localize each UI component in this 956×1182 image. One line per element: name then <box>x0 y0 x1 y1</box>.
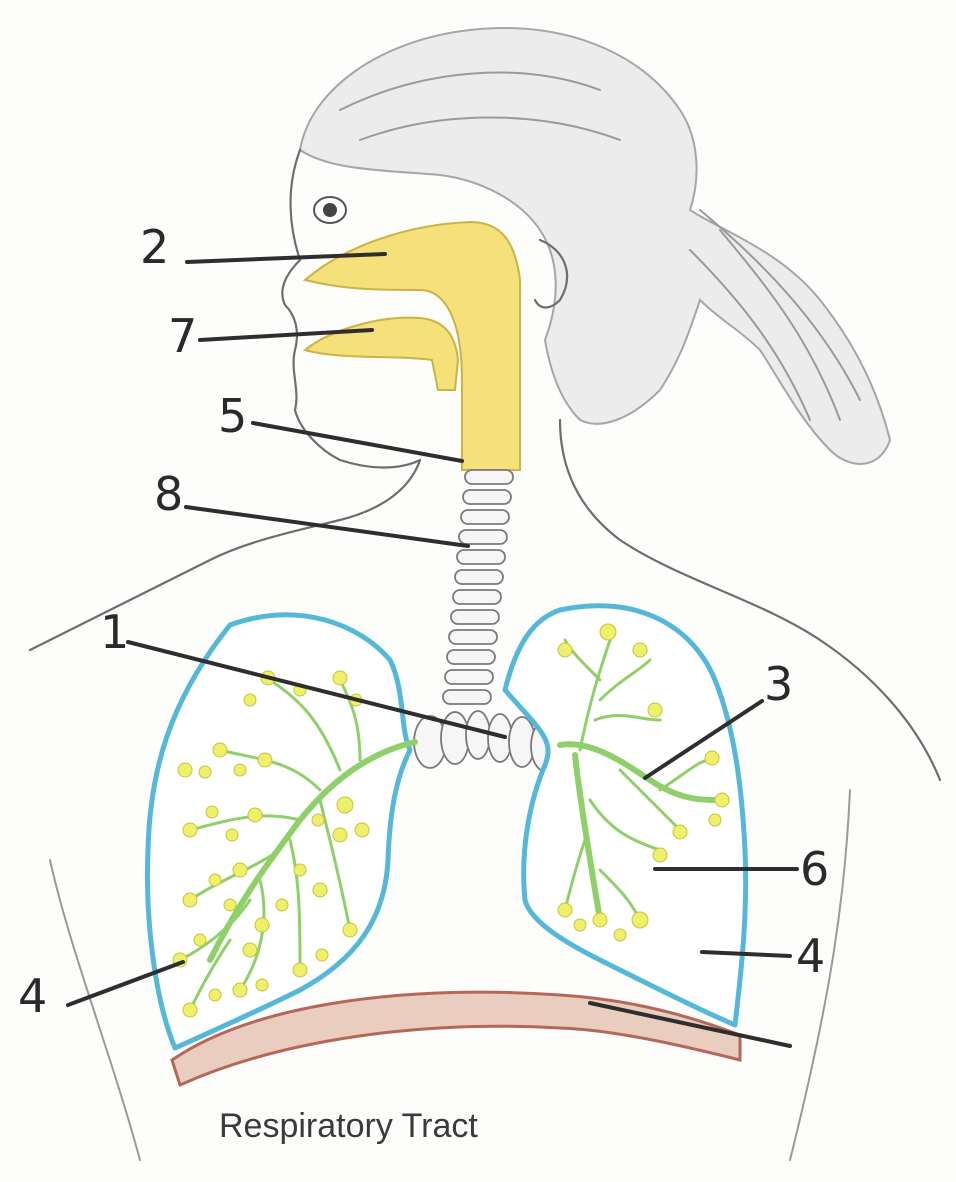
eye-icon <box>314 197 346 223</box>
label-4-left: 4 <box>18 969 47 1023</box>
label-7: 7 <box>168 309 197 363</box>
right-lung <box>505 606 746 1025</box>
label-2: 2 <box>140 220 169 274</box>
label-4-right: 4 <box>796 929 825 983</box>
label-5: 5 <box>218 389 247 443</box>
label-8: 8 <box>154 467 183 521</box>
leader-line-5 <box>253 423 462 461</box>
trachea <box>443 470 513 704</box>
diagram-caption: Respiratory Tract <box>219 1107 478 1145</box>
leader-line-8 <box>186 507 468 546</box>
label-3: 3 <box>764 657 793 711</box>
oral-cavity <box>305 318 458 390</box>
upper-airway <box>305 222 520 470</box>
label-6: 6 <box>800 842 829 896</box>
label-1: 1 <box>100 605 129 659</box>
